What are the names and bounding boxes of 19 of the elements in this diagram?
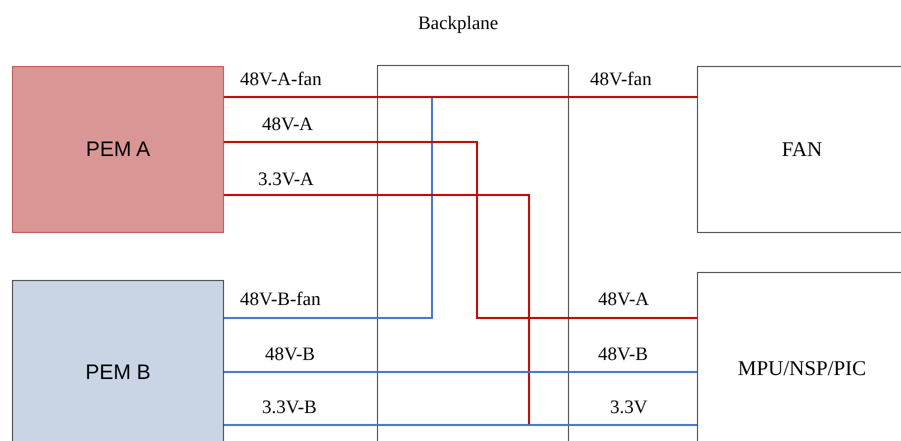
edge-label: 48V-B-fan bbox=[240, 290, 321, 309]
signal-label: 3.3V bbox=[610, 398, 648, 417]
wire-line bbox=[224, 424, 697, 426]
wire-line bbox=[224, 96, 697, 98]
edge-label: 3.3V-B bbox=[262, 398, 317, 417]
signal-label: 48V-B bbox=[598, 345, 648, 364]
edge-label: 48V-B bbox=[265, 345, 315, 364]
wire-line bbox=[224, 141, 697, 319]
module-label: FAN bbox=[782, 137, 822, 162]
signal-label: 48V-A bbox=[598, 290, 650, 309]
wire-line bbox=[224, 371, 697, 373]
signal-label: Backplane bbox=[418, 14, 498, 33]
edge-label: 48V-A bbox=[262, 115, 314, 134]
module-label: PEM B bbox=[85, 360, 151, 384]
signal-label: 48V-fan bbox=[590, 70, 652, 89]
edge-label: 48V-A-fan bbox=[240, 70, 322, 89]
edge-label: 3.3V-A bbox=[258, 170, 314, 189]
module-label: PEM A bbox=[86, 138, 150, 162]
module-label: MPU/NSP/PIC bbox=[738, 356, 866, 381]
